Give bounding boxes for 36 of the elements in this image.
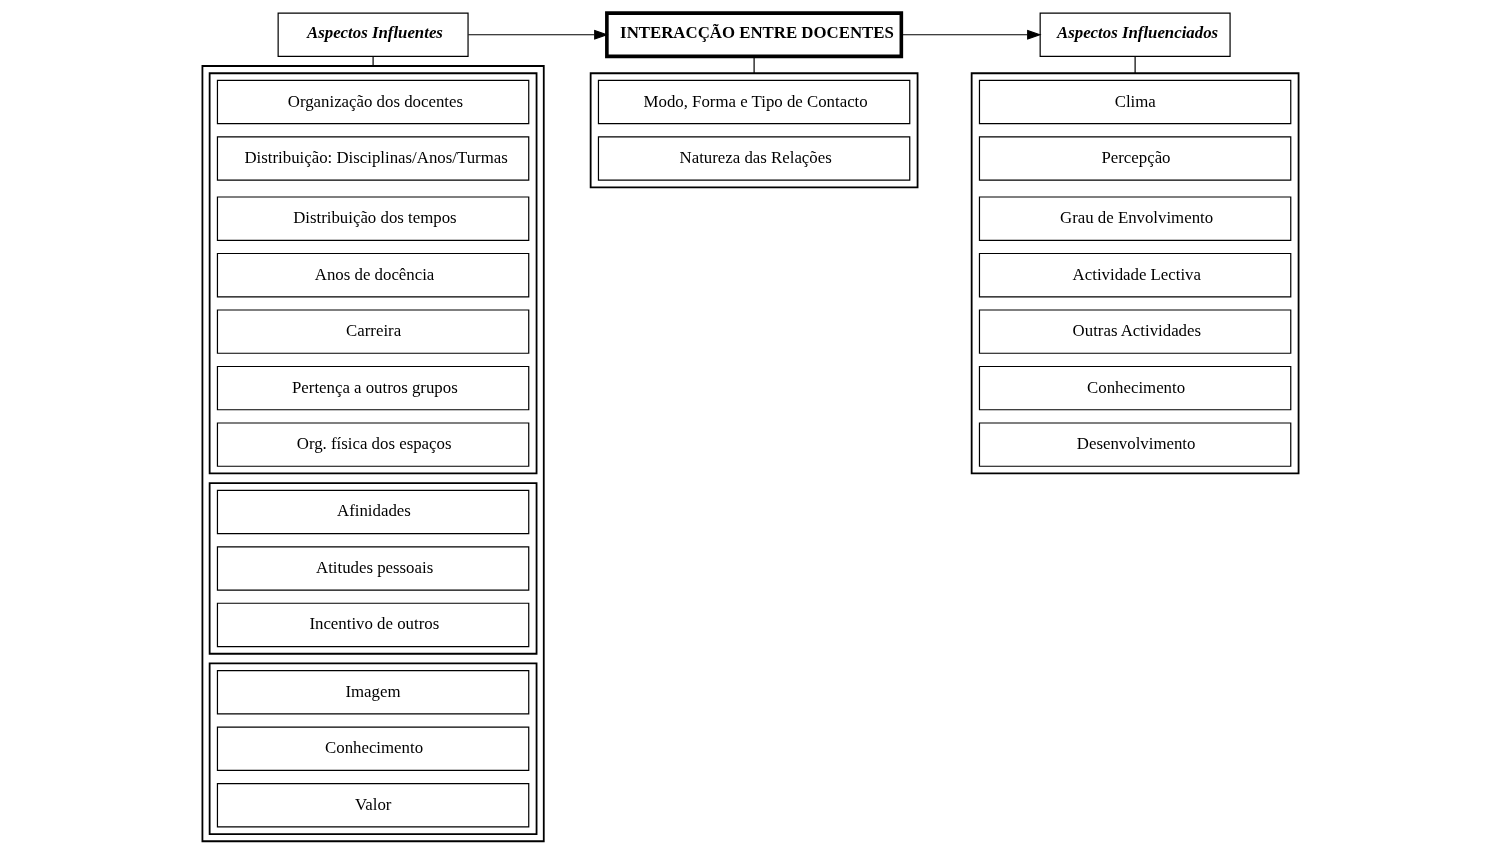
node-box: Grau de Envolvimento — [978, 196, 1292, 241]
cluster — [208, 72, 538, 475]
node-box: Actividade Lectiva — [978, 252, 1292, 298]
node-box: Outras Actividades — [978, 309, 1292, 354]
node-box: Valor — [216, 782, 530, 828]
cluster — [208, 482, 538, 655]
node-box: Organização dos docentes — [216, 79, 530, 125]
arrow — [900, 29, 1042, 40]
cluster — [970, 72, 1300, 475]
node-box: Imagem — [216, 670, 530, 715]
node-box: Pertença a outros grupos — [216, 365, 530, 411]
cluster — [208, 662, 538, 835]
cluster — [201, 65, 545, 843]
node-box: Modo, Forma e Tipo de Contacto — [597, 79, 911, 125]
node-box: Anos de docência — [216, 252, 530, 298]
connector — [1134, 55, 1136, 74]
node-box: Conhecimento — [978, 365, 1292, 411]
arrow — [467, 29, 609, 40]
node-box: Distribuição dos tempos — [216, 196, 530, 241]
node-box: Percepção — [978, 136, 1292, 181]
node-box: Conhecimento — [216, 726, 530, 771]
node-box: Natureza das Relações — [597, 136, 911, 181]
node-box: Distribuição: Disciplinas/Anos/Turmas — [216, 136, 530, 181]
node-box: Carreira — [216, 309, 530, 354]
node-box: Atitudes pessoais — [216, 546, 530, 591]
connector — [372, 55, 374, 67]
cluster — [589, 72, 919, 189]
node-box: Aspectos Influentes — [277, 12, 469, 57]
node-box: Afinidades — [216, 489, 530, 535]
connector — [753, 55, 755, 74]
node-box: Incentivo de outros — [216, 602, 530, 648]
node-box: Aspectos Influenciados — [1039, 12, 1231, 57]
node-box: INTERACÇÃO ENTRE DOCENTES — [605, 11, 904, 59]
node-box: Clima — [978, 79, 1292, 125]
node-box: Desenvolvimento — [978, 422, 1292, 467]
node-box: Org. física dos espaços — [216, 422, 530, 467]
